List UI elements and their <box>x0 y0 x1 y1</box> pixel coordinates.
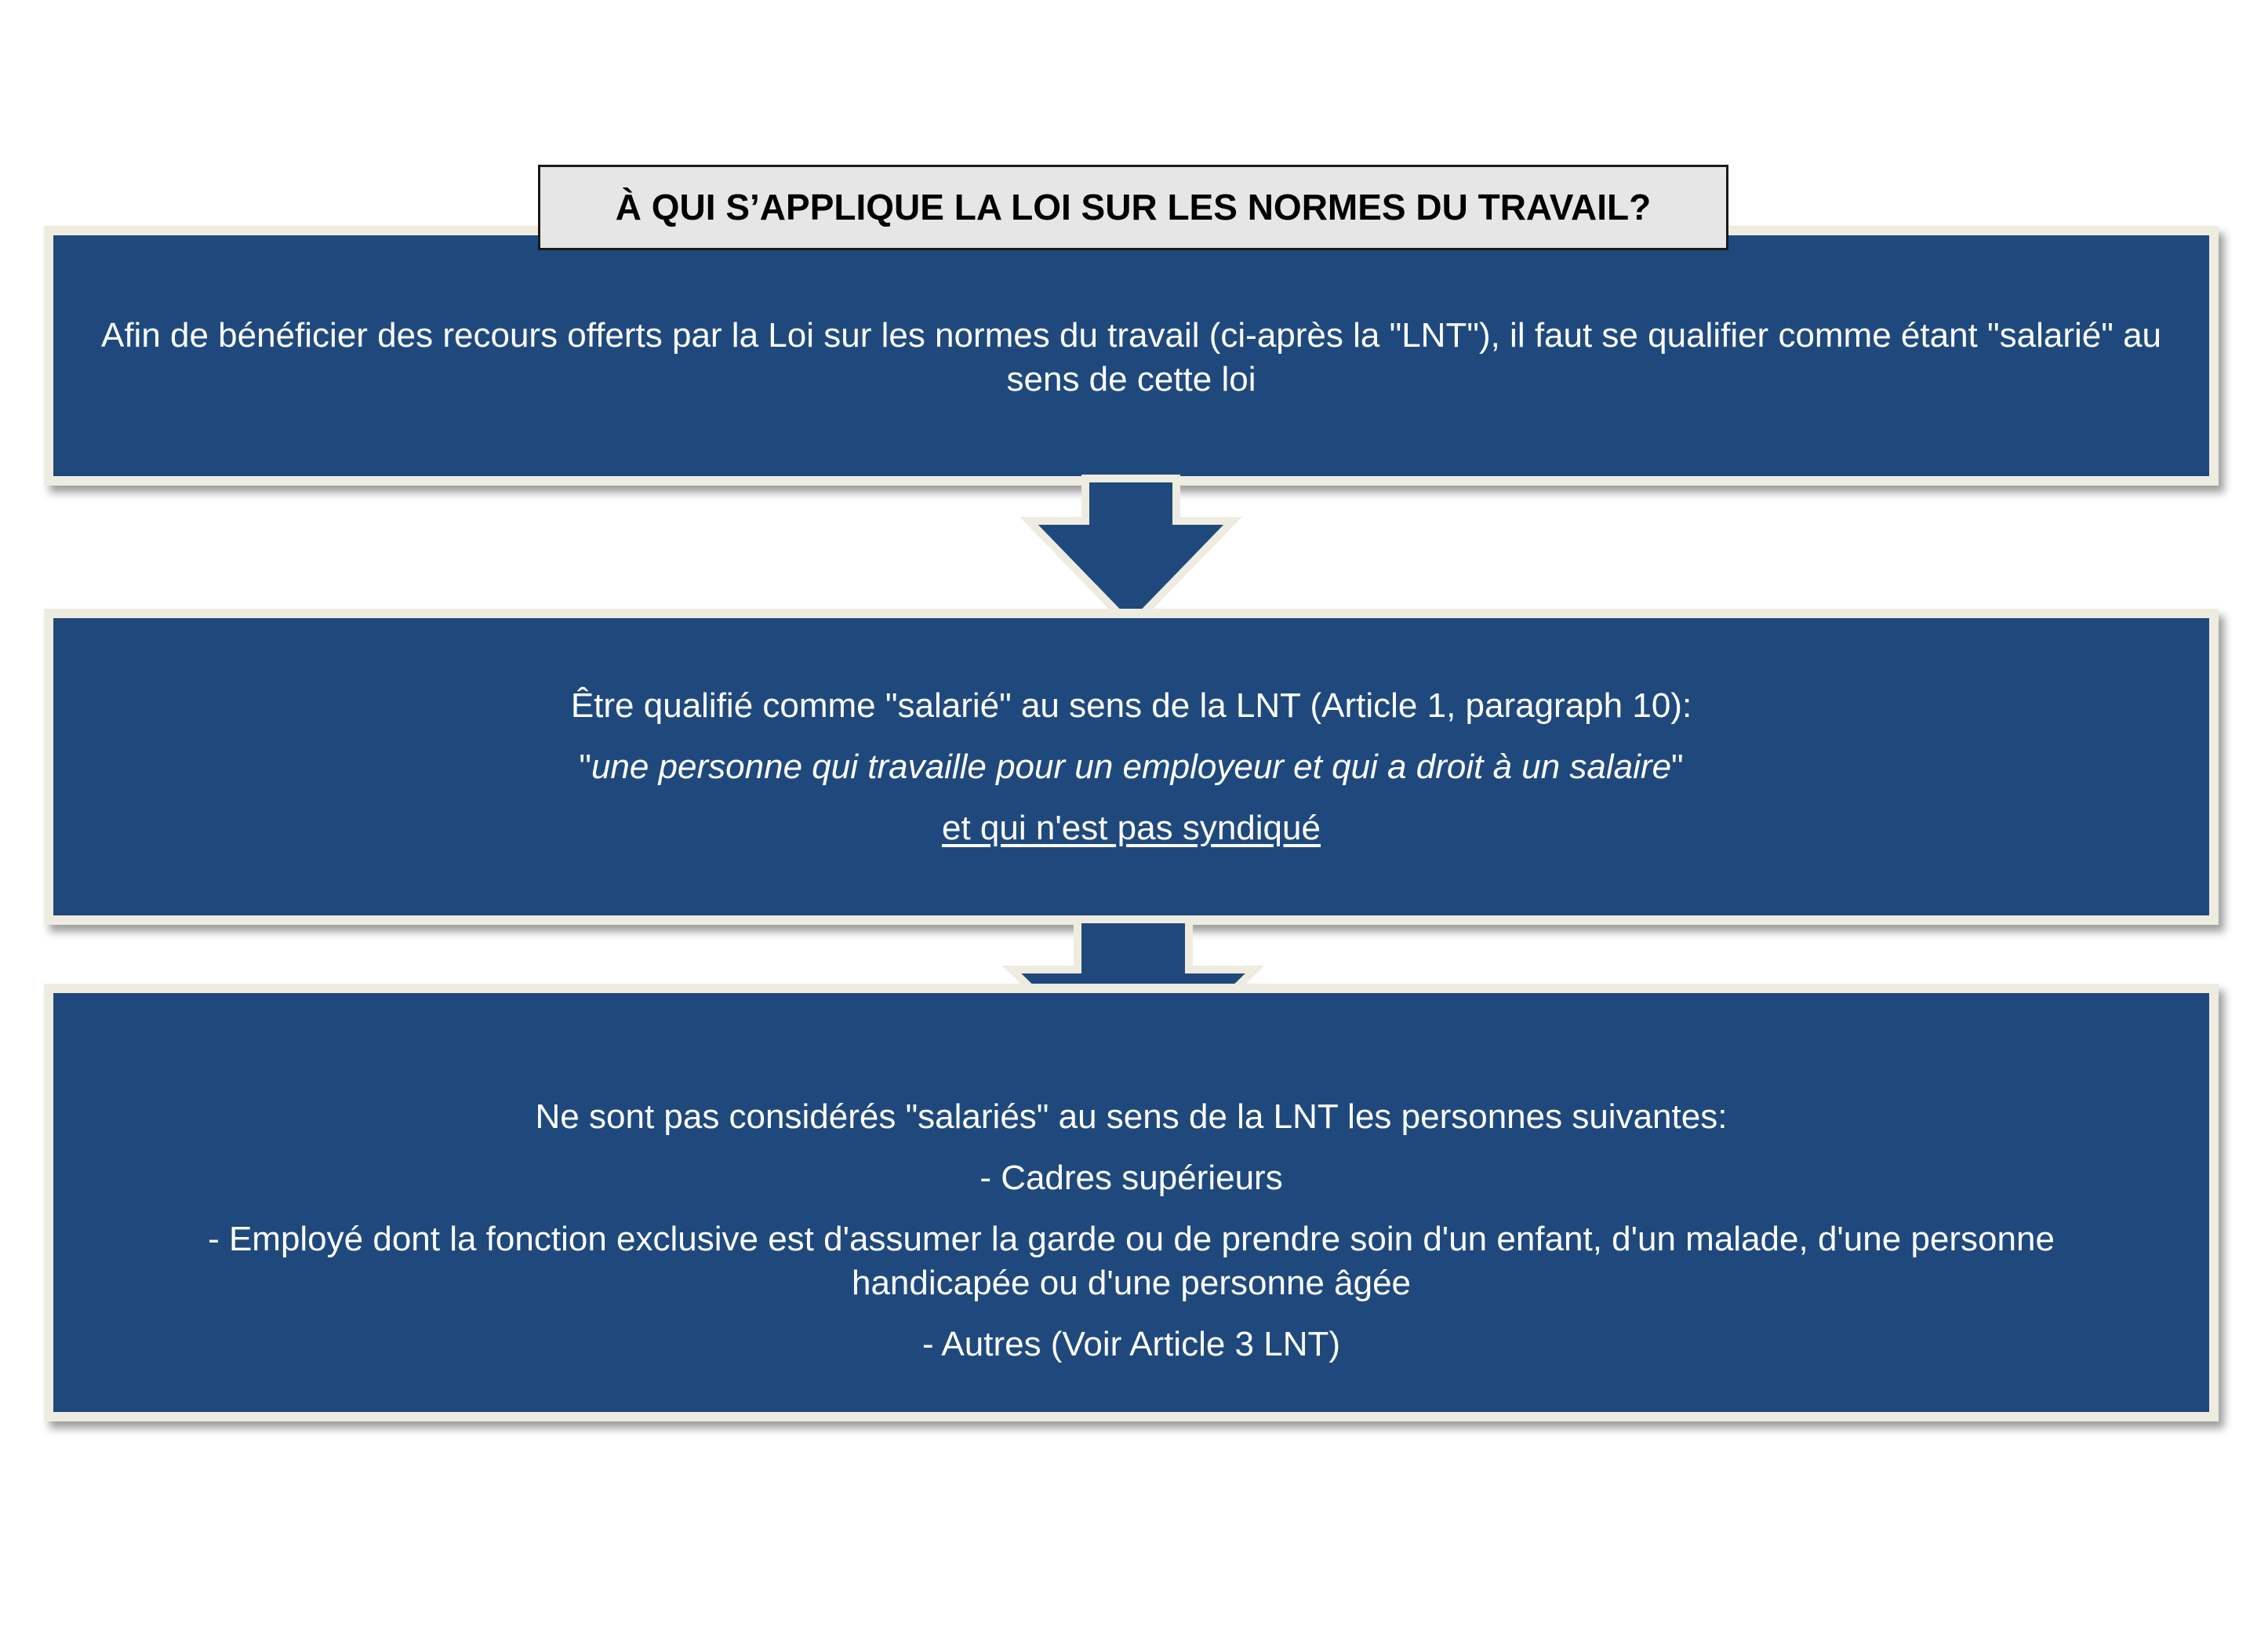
not-unionized-condition: et qui n'est pas syndiqué <box>942 809 1321 847</box>
exclusions-text: Ne sont pas considérés "salariés" au sen… <box>147 1095 2115 1366</box>
exclusions-box: Ne sont pas considérés "salariés" au sen… <box>44 984 2219 1421</box>
exclusion-item: - Employé dont la fonction exclusive est… <box>208 1220 2055 1302</box>
definition-quote-line: "une personne qui travaille pour un empl… <box>69 745 2193 789</box>
definition-heading: Être qualifié comme "salarié" au sens de… <box>570 686 1692 725</box>
diagram-title: À QUI S’APPLIQUE LA LOI SUR LES NORMES D… <box>615 187 1652 227</box>
definition-box: Être qualifié comme "salarié" au sens de… <box>44 609 2219 925</box>
exclusion-item: - Cadres supérieurs <box>980 1159 1283 1197</box>
quote-close-mark: " <box>1671 748 1684 786</box>
intro-text: Afin de bénéficier des recours offerts p… <box>100 316 2162 398</box>
diagram-title-box: À QUI S’APPLIQUE LA LOI SUR LES NORMES D… <box>538 165 1728 250</box>
definition-text: Être qualifié comme "salarié" au sens de… <box>69 684 2193 850</box>
quote-open-mark: " <box>579 748 591 786</box>
exclusions-intro: Ne sont pas considérés "salariés" au sen… <box>535 1097 1728 1136</box>
exclusion-item: - Autres (Voir Article 3 LNT) <box>921 1325 1341 1363</box>
intro-box: Afin de bénéficier des recours offerts p… <box>44 226 2219 486</box>
down-arrow-1 <box>1020 475 1242 632</box>
definition-quote: une personne qui travaille pour un emplo… <box>591 748 1672 786</box>
